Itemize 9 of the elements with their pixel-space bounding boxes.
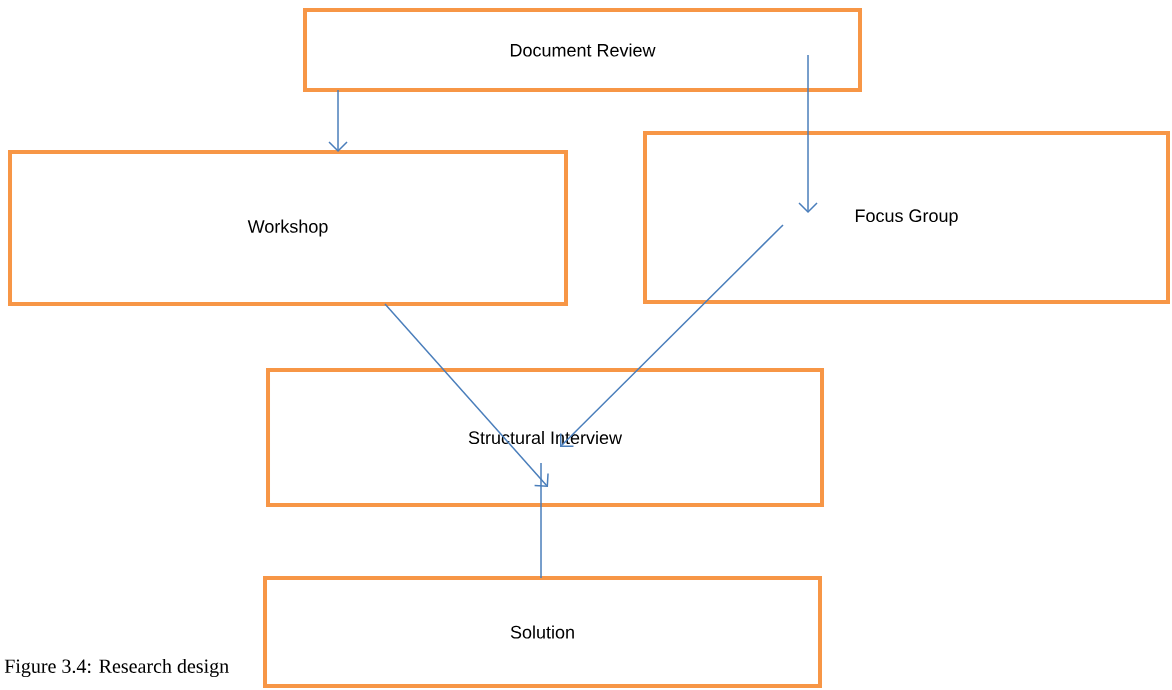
process-box: Focus Group — [643, 131, 1170, 304]
figure-caption: Figure 3.4: Research design — [4, 658, 229, 678]
process-box: Solution — [263, 576, 822, 688]
arrow — [384, 303, 549, 487]
arrow — [798, 54, 818, 213]
process-box: Document Review — [303, 8, 862, 92]
arrow — [328, 89, 348, 152]
arrow — [560, 224, 784, 448]
process-box: Workshop — [8, 150, 568, 306]
